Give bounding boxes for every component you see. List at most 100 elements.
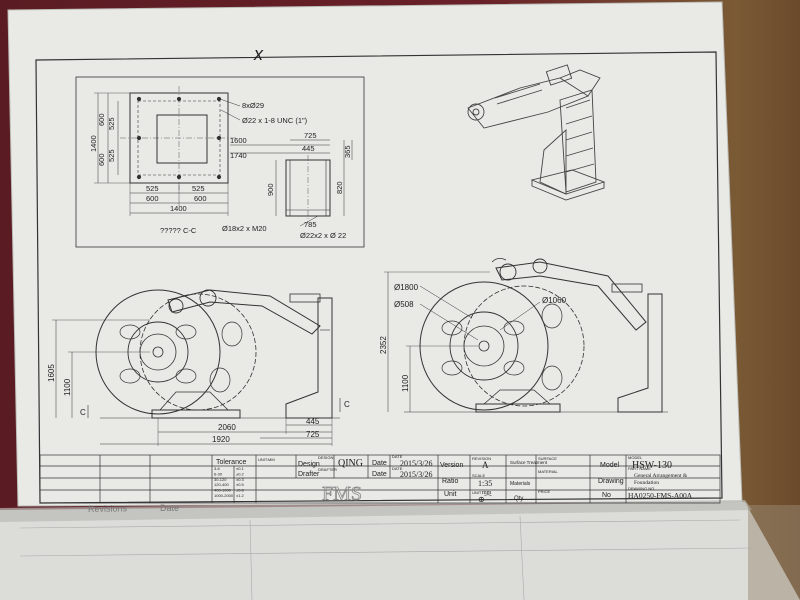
svg-text:DRAWING NO.: DRAWING NO. <box>628 486 655 491</box>
tolerance-range: 30-120 <box>214 477 227 482</box>
plate-opening <box>156 114 208 164</box>
svg-text:1920: 1920 <box>212 435 230 444</box>
svg-text:1400: 1400 <box>170 204 187 213</box>
svg-text:MATERIAL: MATERIAL <box>538 469 558 474</box>
svg-text:1100: 1100 <box>63 378 72 396</box>
svg-text:725: 725 <box>306 430 320 439</box>
svg-text:Tolerance: Tolerance <box>216 459 246 466</box>
drafter-date: 2015/3/26 <box>400 470 432 479</box>
svg-text:1400: 1400 <box>89 135 98 152</box>
svg-text:820: 820 <box>335 181 344 194</box>
revision-value: A <box>482 460 489 470</box>
reel-inner-flange <box>139 293 257 411</box>
foundation-view <box>75 76 365 248</box>
side-cylinder <box>611 283 643 293</box>
svg-text:Unit: Unit <box>444 491 457 498</box>
model-value: HSW-130 <box>632 460 672 471</box>
tolerance-value: ±0.5 <box>236 482 245 487</box>
next-page <box>0 502 800 600</box>
paper-page <box>7 1 743 507</box>
svg-text:UNIT:MM: UNIT:MM <box>258 457 275 462</box>
svg-text:2060: 2060 <box>218 423 236 432</box>
bolt-hole <box>176 174 182 180</box>
tolerance-range: 1000-2000 <box>214 493 234 498</box>
section-mark-left: C <box>80 408 86 417</box>
svg-text:Ratio: Ratio <box>442 478 458 485</box>
tolerance-range: 120-400 <box>214 482 229 487</box>
svg-text:PART NAME: PART NAME <box>628 466 651 471</box>
tolerance-range: 3-6 <box>214 466 221 471</box>
iso-pivot <box>467 103 485 121</box>
foundation-labels: 8xØ29 Ø22 x 1-8 UNC (1") 1400 600 525 52… <box>89 101 352 240</box>
svg-text:525: 525 <box>146 184 159 193</box>
svg-text:1600: 1600 <box>230 136 247 145</box>
drawing-title-1: General Arrangement & <box>634 473 688 479</box>
front-arm-pivot <box>199 289 217 307</box>
svg-text:1605: 1605 <box>47 364 56 382</box>
svg-text:Model: Model <box>600 462 620 469</box>
svg-text:MODEL: MODEL <box>628 455 643 460</box>
svg-text:SCALE: SCALE <box>472 473 485 478</box>
svg-text:2352: 2352 <box>379 336 388 354</box>
bolt-hole <box>216 174 222 180</box>
front-view <box>52 289 341 446</box>
title-block <box>39 454 721 504</box>
tolerance-value: ±0.8 <box>236 488 245 493</box>
drawing-number: HA0250-FMS-A00A <box>628 491 693 500</box>
tolerance-range: 6-30 <box>214 471 223 476</box>
svg-text:Ø508: Ø508 <box>394 300 414 309</box>
svg-text:Materials: Materials <box>510 481 531 487</box>
svg-text:525: 525 <box>107 149 116 162</box>
svg-text:1740: 1740 <box>230 151 247 160</box>
hole-note: 8xØ29 <box>242 101 264 110</box>
bolt-hole <box>136 174 142 180</box>
svg-text:525: 525 <box>192 184 205 193</box>
svg-text:Ø1060: Ø1060 <box>542 296 567 305</box>
tolerance-table: 3-6±0.16-30±0.230-120±0.3120-400±0.5400-… <box>214 466 245 498</box>
iso-motor <box>545 64 573 86</box>
section-label: ????? C-C <box>160 226 197 235</box>
svg-text:600: 600 <box>146 194 159 203</box>
svg-text:Ø1800: Ø1800 <box>394 283 419 292</box>
svg-text:725: 725 <box>304 131 317 140</box>
bolt-hole <box>176 96 182 102</box>
svg-text:Drafter: Drafter <box>298 471 320 478</box>
drawing-title-2: Foundation <box>634 480 659 486</box>
title-block-text: Tolerance UNIT:MM 3-6±0.16-30±0.230-120±… <box>214 454 693 505</box>
svg-text:Qty.: Qty. <box>514 496 525 502</box>
svg-text:900: 900 <box>266 183 275 196</box>
bottom-page-side <box>748 505 800 600</box>
svg-text:Version: Version <box>440 462 463 469</box>
thread-note: Ø22 x 1-8 UNC (1") <box>242 116 308 125</box>
drawing-border <box>35 51 723 504</box>
iso-column <box>559 89 597 193</box>
svg-text:1100: 1100 <box>401 374 410 392</box>
front-arm <box>167 289 321 335</box>
svg-text:UNIT: UNIT <box>472 490 482 495</box>
svg-text:365: 365 <box>343 145 352 158</box>
svg-text:No: No <box>602 492 611 499</box>
side-labels: Ø1800 Ø508 Ø1060 2352 1100 <box>379 283 567 392</box>
title-block-frame <box>39 454 721 504</box>
svg-text:Date: Date <box>372 460 387 467</box>
svg-text:600: 600 <box>194 194 207 203</box>
svg-text:785: 785 <box>304 220 317 229</box>
svg-text:600: 600 <box>97 153 106 166</box>
svg-text:DRAFTER: DRAFTER <box>318 467 337 472</box>
next-page-revisions: Revisions <box>88 503 128 514</box>
projection-symbol: ⊕⁀ <box>478 494 492 504</box>
bolt-hole <box>216 135 222 141</box>
isometric-view <box>467 64 606 201</box>
side-view <box>384 258 668 413</box>
company-logo: FMS <box>322 483 362 505</box>
front-labels: 1605 1100 2060 445 725 1920 C C <box>47 364 350 444</box>
svg-text:445: 445 <box>302 144 315 153</box>
anchor-note-1: Ø18x2 x M20 <box>222 224 267 233</box>
svg-text:600: 600 <box>97 113 106 126</box>
tolerance-value: ±0.3 <box>236 477 245 482</box>
svg-text:Design: Design <box>298 461 320 468</box>
svg-text:DATE: DATE <box>392 466 403 471</box>
foundation-view-frame <box>75 76 365 248</box>
